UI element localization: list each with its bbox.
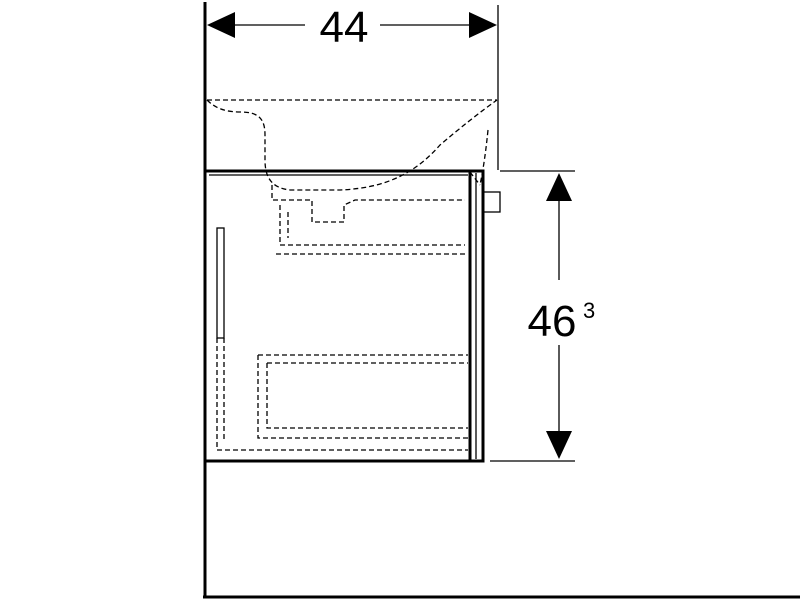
- height-label-superscript: 3: [583, 298, 595, 323]
- handle-knob: [482, 191, 501, 213]
- cabinet-body: [205, 169, 501, 463]
- height-dimension: 46 3: [490, 170, 595, 462]
- width-label: 44: [320, 3, 369, 52]
- top-arrowhead: [546, 173, 572, 201]
- width-dimension: 44: [207, 3, 499, 170]
- wall-and-floor: [203, 2, 800, 599]
- height-label: 46: [528, 297, 577, 346]
- left-arrowhead: [207, 12, 235, 38]
- side-rail: [216, 227, 225, 339]
- drawer-outline: [257, 354, 468, 439]
- cabinet-front-panel: [468, 169, 485, 463]
- washbasin-outline: [206, 99, 498, 255]
- bottom-arrowhead: [546, 431, 572, 459]
- right-arrowhead: [469, 12, 497, 38]
